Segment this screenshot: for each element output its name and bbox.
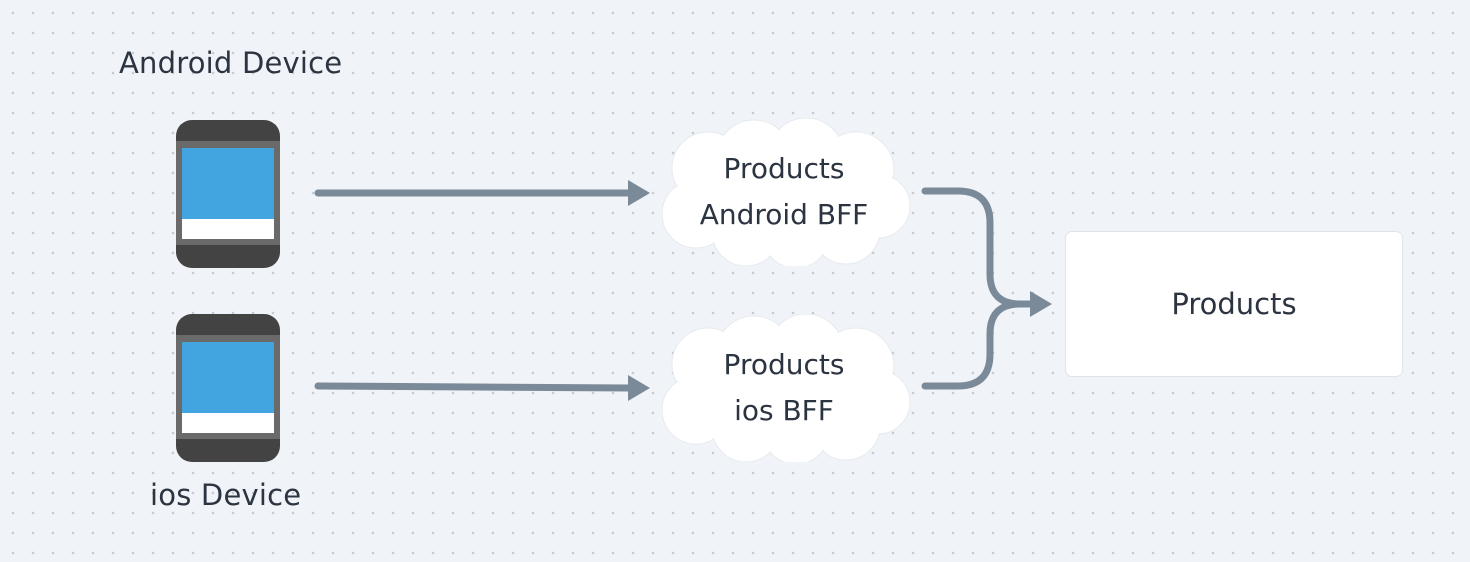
cloud-shape <box>661 313 911 465</box>
ios-bff-cloud: Products ios BFF <box>656 313 912 465</box>
mobile-phone-icon <box>176 314 280 462</box>
arrow-android-bff-to-products <box>921 187 1038 308</box>
products-service-label: Products <box>1171 287 1297 321</box>
arrow-ios-to-bff <box>314 375 650 401</box>
android-bff-cloud: Products Android BFF <box>656 117 912 269</box>
cloud-shape <box>661 117 911 269</box>
products-service-box: Products <box>1066 232 1402 376</box>
ios-bff-subtitle: ios BFF <box>734 394 834 427</box>
android-device-label: Android Device <box>119 46 343 80</box>
ios-bff-title: Products <box>723 348 845 381</box>
arrow-head-products <box>1030 291 1052 317</box>
android-bff-subtitle: Android BFF <box>699 198 869 231</box>
mobile-phone-icon <box>176 120 280 268</box>
ios-device-label: ios Device <box>150 478 302 512</box>
arrow-ios-bff-to-products <box>921 300 1038 390</box>
android-bff-title: Products <box>723 152 845 185</box>
arrow-android-to-bff <box>314 180 650 206</box>
